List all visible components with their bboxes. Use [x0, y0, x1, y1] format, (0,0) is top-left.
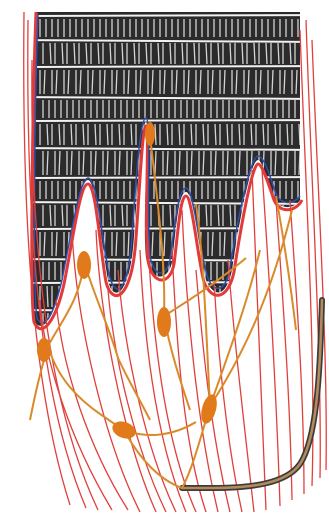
cell-wall-vertical	[131, 286, 132, 307]
cell-wall-vertical	[287, 286, 288, 307]
cell-wall-vertical	[272, 232, 273, 256]
cell-wall-vertical	[275, 313, 276, 337]
fiber-line	[196, 270, 230, 512]
cell-wall-vertical	[296, 232, 297, 256]
nerve-branch	[124, 430, 182, 488]
cell-wall-vertical	[119, 313, 120, 337]
cell-wall-vertical	[302, 43, 303, 64]
cell-wall-vertical	[287, 313, 288, 337]
cell-wall-horizontal	[20, 120, 320, 121]
nerve-cell-body	[110, 418, 138, 441]
cell-wall-vertical	[248, 232, 249, 256]
fiber-line	[118, 270, 176, 512]
cell-wall-vertical	[179, 313, 180, 337]
cell-wall-vertical	[227, 313, 228, 337]
cell-wall-vertical	[167, 286, 168, 307]
cell-wall-vertical	[92, 232, 93, 256]
cell-wall-vertical	[251, 313, 252, 337]
fiber-line	[214, 280, 242, 512]
cell-wall-vertical	[266, 205, 267, 226]
cell-wall-horizontal	[20, 66, 320, 67]
cell-wall-vertical	[179, 286, 180, 307]
cell-wall-vertical	[95, 313, 96, 337]
cell-wall-horizontal	[20, 177, 320, 178]
cell-wall-horizontal	[20, 15, 320, 16]
cell-wall-vertical	[191, 313, 192, 337]
cell-wall-vertical	[155, 286, 156, 307]
nerve-cell-body	[37, 338, 51, 362]
cell-wall-vertical	[188, 232, 189, 256]
fiber-line	[56, 300, 128, 510]
nerve-cell-body	[157, 307, 171, 337]
cell-wall-vertical	[71, 313, 72, 337]
cell-wall-vertical	[203, 313, 204, 337]
cell-wall-vertical	[299, 286, 300, 307]
cell-wall-vertical	[251, 286, 252, 307]
nerve-cell-body	[145, 122, 155, 146]
tissue-block	[20, 0, 320, 360]
cell-wall-vertical	[131, 313, 132, 337]
cell-wall-vertical	[86, 205, 87, 226]
fiber-line	[252, 170, 266, 510]
nerve-branch	[276, 196, 296, 330]
fiber-line	[140, 250, 186, 512]
cell-wall-vertical	[191, 286, 192, 307]
cell-wall-vertical	[263, 313, 264, 337]
cell-wall-vertical	[302, 205, 303, 226]
cell-wall-vertical	[239, 286, 240, 307]
cell-wall-vertical	[275, 286, 276, 307]
fiber-line	[228, 260, 254, 512]
fiber-line	[300, 30, 313, 486]
cell-wall-horizontal	[20, 228, 320, 229]
fiber-line	[290, 200, 304, 494]
cell-wall-vertical	[80, 232, 81, 256]
cell-wall-vertical	[83, 286, 84, 307]
nerve-cell-body	[77, 251, 91, 279]
